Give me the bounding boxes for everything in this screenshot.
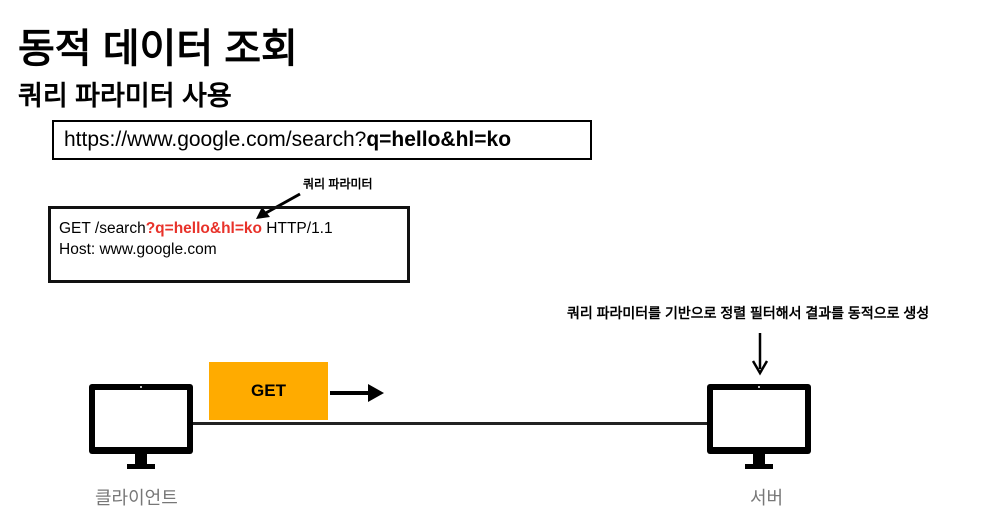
right-arrow-icon	[330, 384, 384, 402]
url-box: https://www.google.com/search?q=hello&hl…	[52, 120, 592, 160]
pointer-arrow-icon	[256, 192, 301, 219]
server-note: 쿼리 파라미터를 기반으로 정렬 필터해서 결과를 동적으로 생성	[567, 305, 930, 321]
client-label: 클라이언트	[95, 488, 178, 508]
server-monitor-icon	[707, 384, 811, 469]
url-query: q=hello&hl=ko	[366, 128, 512, 151]
url-base: https://www.google.com/search?	[64, 128, 367, 151]
request-line: GET /search?q=hello&hl=ko HTTP/1.1	[59, 218, 407, 239]
request-host: Host: www.google.com	[59, 241, 217, 258]
down-arrow-icon	[751, 333, 769, 376]
request-query: ?q=hello&hl=ko	[145, 220, 262, 237]
connection-line	[193, 422, 707, 425]
http-request-box: GET /search?q=hello&hl=ko HTTP/1.1 Host:…	[48, 206, 410, 283]
get-method-box: GET	[209, 362, 328, 420]
request-path: GET /search	[59, 220, 146, 237]
client-monitor-icon	[89, 384, 193, 469]
request-protocol: HTTP/1.1	[261, 220, 333, 237]
query-param-label: 쿼리 파라미터	[303, 177, 373, 191]
page-subtitle: 쿼리 파라미터 사용	[18, 81, 232, 111]
server-label: 서버	[750, 488, 784, 508]
page-title: 동적 데이터 조회	[18, 27, 298, 71]
